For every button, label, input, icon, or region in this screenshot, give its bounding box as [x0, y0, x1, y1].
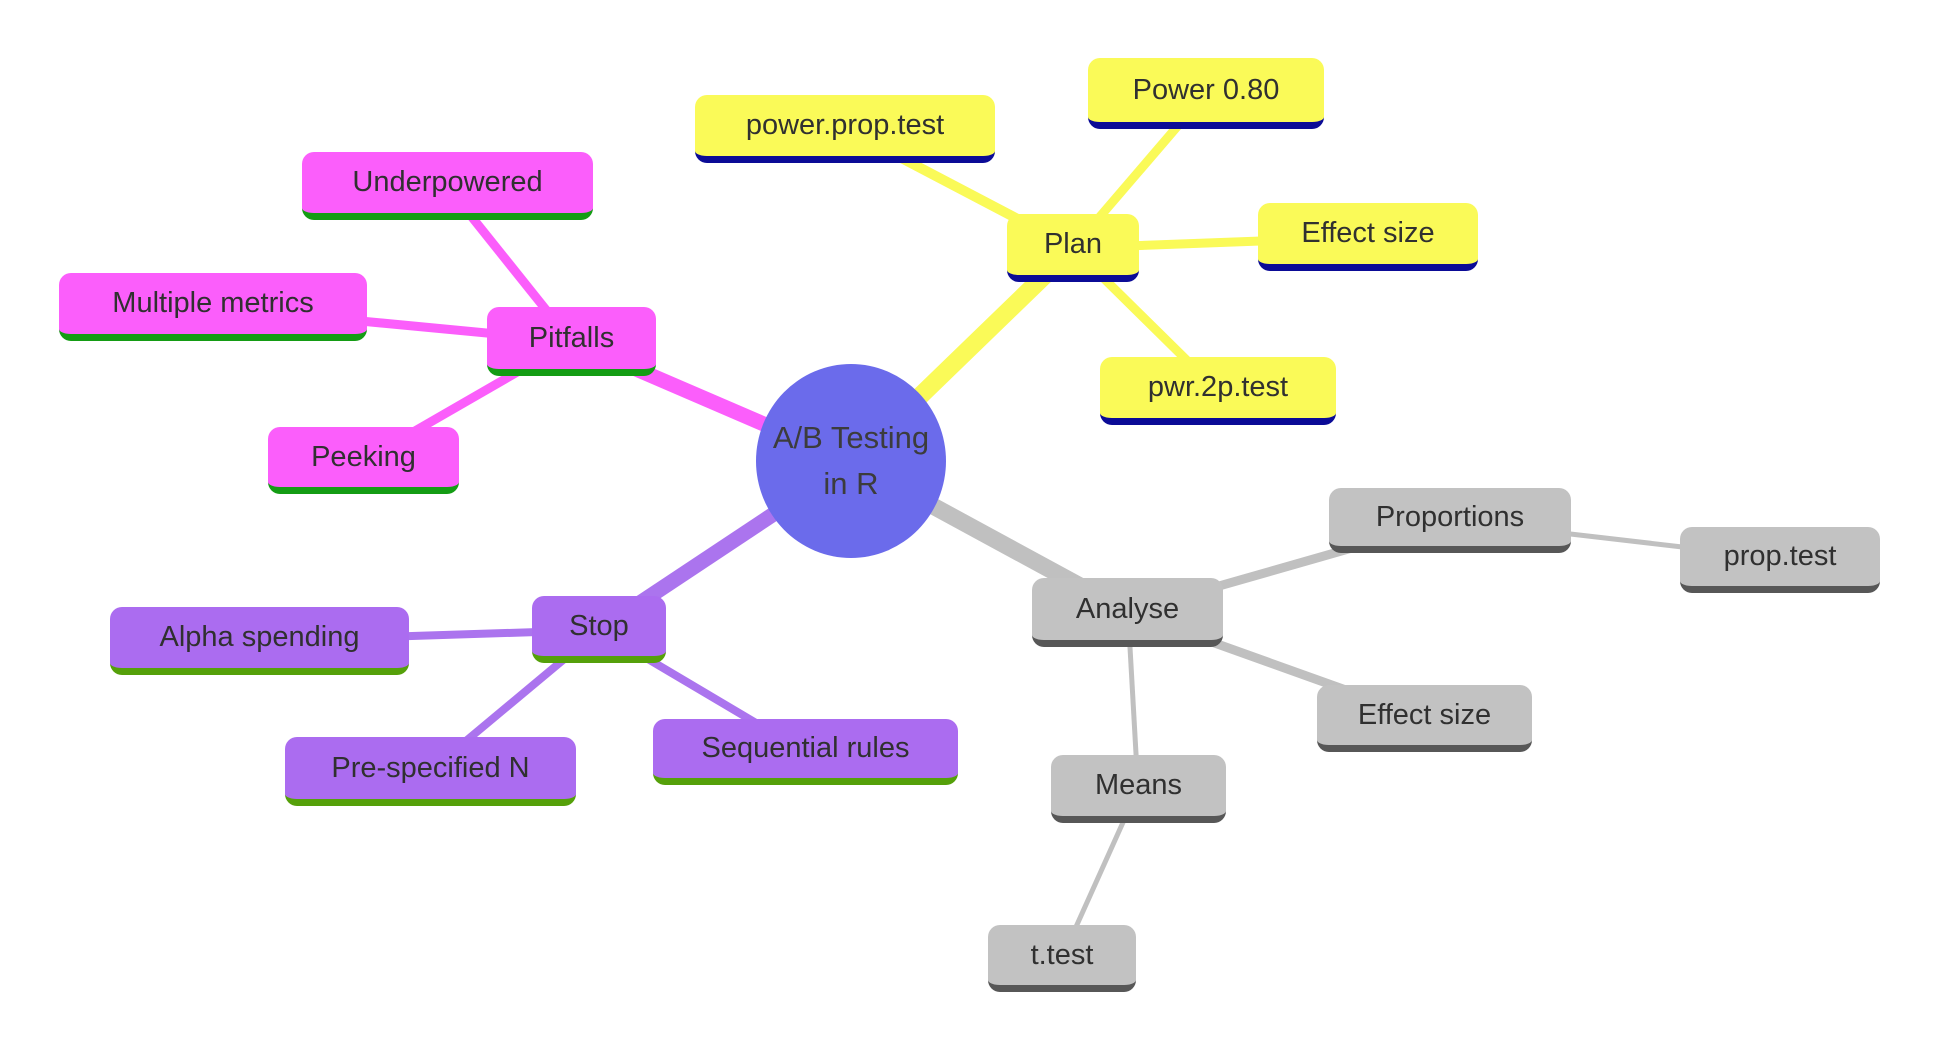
node-sequential-rules-label: Sequential rules: [701, 732, 910, 764]
node-pwr-2p-test-label: pwr.2p.test: [1147, 371, 1289, 403]
node-power-080-label: Power 0.80: [1132, 73, 1280, 106]
node-effect-size-analyse[interactable]: Effect size: [1317, 685, 1532, 752]
node-analyse[interactable]: Analyse: [1032, 578, 1223, 647]
node-pitfalls-label: Pitfalls: [528, 321, 615, 354]
node-multiple-metrics[interactable]: Multiple metrics: [59, 273, 367, 341]
node-effect-size-plan-label: Effect size: [1301, 217, 1435, 249]
node-peeking[interactable]: Peeking: [268, 427, 459, 494]
node-proportions[interactable]: Proportions: [1329, 488, 1571, 553]
node-alpha-spending[interactable]: Alpha spending: [110, 607, 409, 675]
node-effect-size-analyse-label: Effect size: [1357, 698, 1492, 731]
node-prop-test[interactable]: prop.test: [1680, 527, 1880, 593]
node-plan-label: Plan: [1043, 228, 1103, 260]
central-topic-node[interactable]: A/B Testing in R: [756, 364, 946, 558]
node-pwr-2p-test[interactable]: pwr.2p.test: [1100, 357, 1336, 425]
node-means-label: Means: [1094, 769, 1183, 801]
node-effect-size-plan[interactable]: Effect size: [1258, 203, 1478, 271]
node-underpowered[interactable]: Underpowered: [302, 152, 593, 220]
node-pre-specified-n[interactable]: Pre-specified N: [285, 737, 576, 806]
node-means[interactable]: Means: [1051, 755, 1226, 823]
central-topic-line2: in R: [823, 466, 879, 501]
node-underpowered-label: Underpowered: [352, 166, 543, 198]
node-sequential-rules[interactable]: Sequential rules: [653, 719, 958, 785]
node-power-080[interactable]: Power 0.80: [1088, 58, 1324, 129]
node-stop-label: Stop: [569, 609, 629, 642]
node-prop-test-label: prop.test: [1723, 540, 1837, 572]
node-power-prop-test-label: power.prop.test: [745, 109, 945, 141]
node-pre-specified-n-label: Pre-specified N: [331, 751, 530, 784]
node-multiple-metrics-label: Multiple metrics: [112, 287, 314, 319]
node-proportions-label: Proportions: [1375, 500, 1525, 533]
node-t-test-label: t.test: [1030, 938, 1094, 971]
node-t-test[interactable]: t.test: [988, 925, 1136, 992]
node-stop[interactable]: Stop: [532, 596, 666, 663]
central-topic-line1: A/B Testing: [772, 419, 930, 455]
node-power-prop-test[interactable]: power.prop.test: [695, 95, 995, 163]
node-plan[interactable]: Plan: [1007, 214, 1139, 282]
node-pitfalls[interactable]: Pitfalls: [487, 307, 656, 376]
node-alpha-spending-label: Alpha spending: [159, 621, 360, 653]
node-analyse-label: Analyse: [1075, 592, 1180, 625]
node-peeking-label: Peeking: [311, 440, 416, 473]
